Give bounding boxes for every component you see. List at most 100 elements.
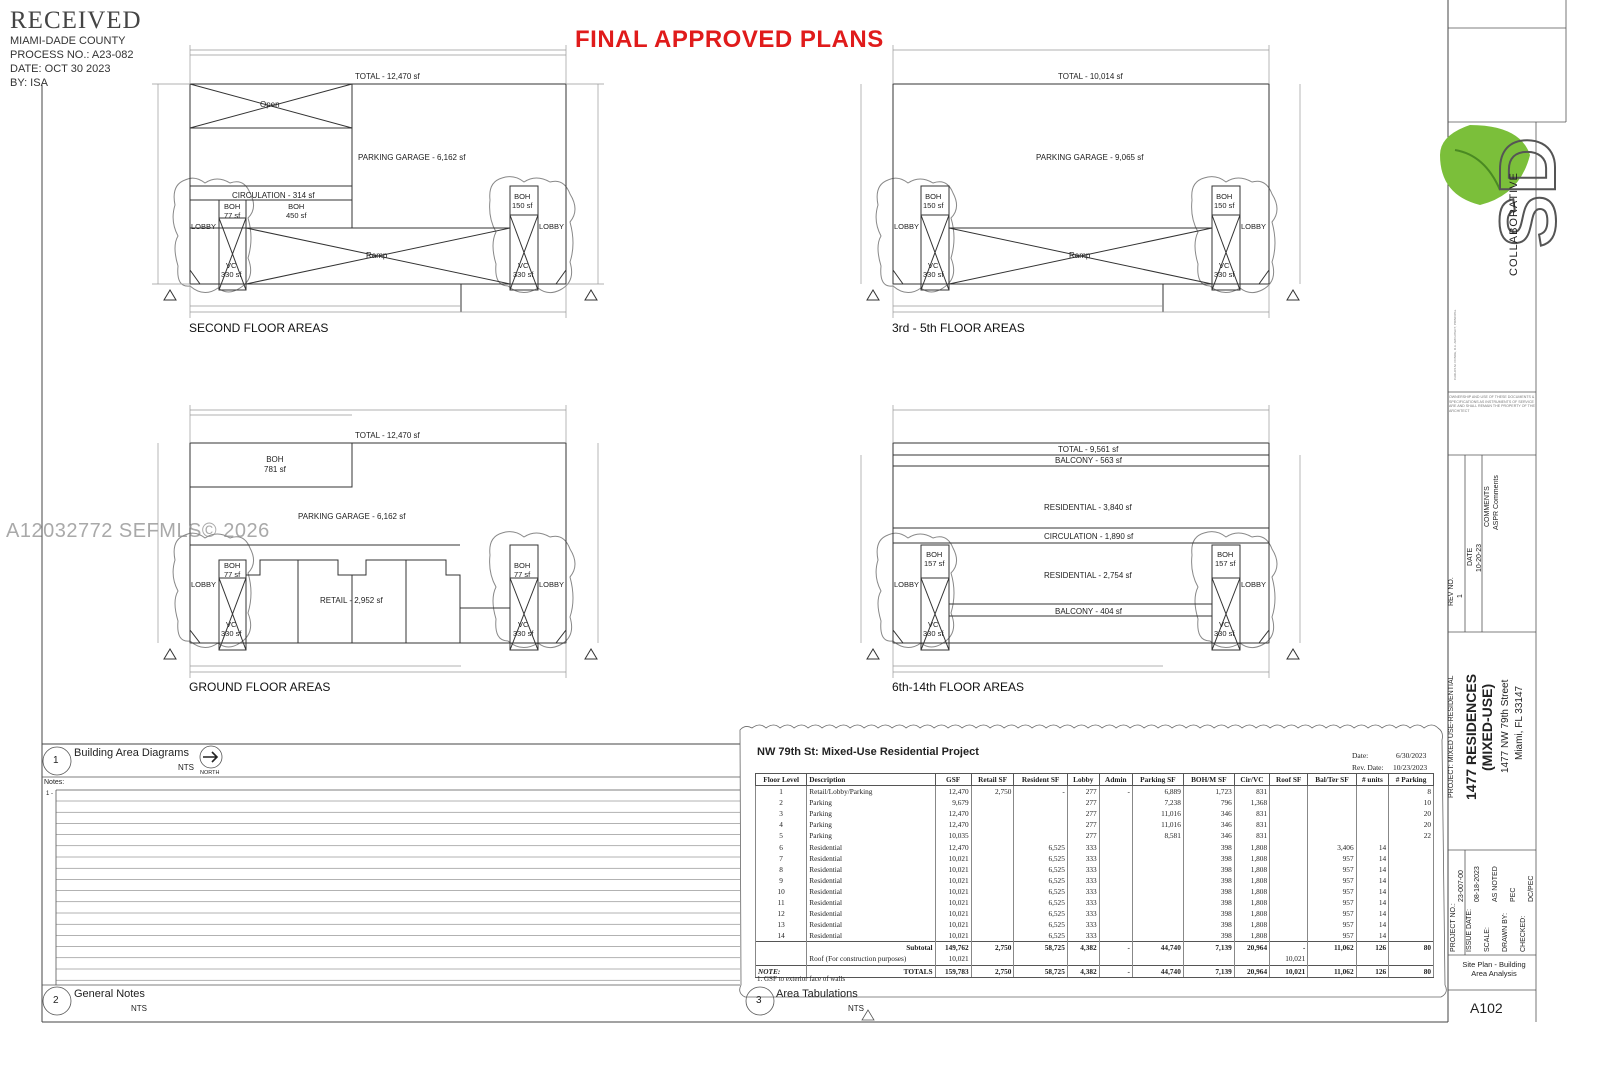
table-cell: NOTE:	[754, 964, 808, 978]
north-label: NORTH	[200, 770, 220, 776]
table-cell	[970, 830, 1015, 842]
table-cell: 6,525	[1013, 896, 1068, 909]
table-cell: -	[1098, 941, 1133, 954]
table-cell: 1,808	[1233, 896, 1271, 909]
table-cell: 957	[1307, 896, 1357, 909]
table-cell	[1269, 896, 1309, 909]
table-cell	[1131, 863, 1184, 875]
table-cell	[1388, 874, 1434, 886]
table-cell: 12	[754, 908, 808, 920]
table-cell: 7,238	[1131, 797, 1184, 809]
table-cell: 398	[1182, 885, 1235, 897]
revision-cloud	[739, 724, 1447, 998]
detail-1-number: 1	[53, 755, 59, 766]
table-cell: 1	[754, 785, 808, 798]
table-cell: 1,808	[1233, 852, 1271, 864]
sheet-title: Site Plan - Building Area Analysis	[1462, 960, 1526, 978]
table-cell: 126	[1355, 964, 1390, 978]
detail-3-scale: NTS	[848, 1004, 864, 1013]
firm-logo: SD	[1440, 125, 1573, 249]
title-block	[1448, 0, 1567, 1022]
table-cell: Residential	[806, 919, 936, 931]
upper-garage: PARKING GARAGE - 9,065 sf	[1036, 153, 1144, 162]
table-cell: 20	[1388, 819, 1434, 831]
ground-total: TOTAL - 12,470 sf	[355, 431, 420, 440]
ground-retail: RETAIL - 2,952 sf	[320, 596, 383, 605]
top-balcony-south: BALCONY - 404 sf	[1055, 607, 1122, 616]
table-cell	[1355, 953, 1390, 965]
field-label: ISSUE DATE:	[1466, 908, 1473, 952]
table-cell: 6,525	[1013, 930, 1068, 942]
ownership-disclaimer: OWNERSHIP AND USE OF THESE DOCUMENTS & S…	[1449, 395, 1535, 413]
table-cell	[1355, 819, 1390, 831]
table-cell: 6	[754, 841, 808, 853]
received-stamp: RECEIVED MIAMI-DADE COUNTY PROCESS NO.: …	[10, 8, 142, 90]
field-value: DC/PEC	[1528, 875, 1535, 902]
second-ramp: Ramp	[366, 251, 388, 260]
field-value: 23-007-00	[1458, 870, 1465, 902]
table-cell	[1098, 885, 1133, 897]
table-cell	[1388, 852, 1434, 864]
field-value: AS NOTED	[1492, 866, 1499, 902]
table-cell: 1,808	[1233, 841, 1271, 853]
table-cell: 58,725	[1013, 941, 1068, 954]
table-cell: 14	[1355, 841, 1390, 853]
table-cell	[1131, 852, 1184, 864]
table-cell: 12,470	[934, 841, 972, 853]
detail-1-title: Building Area Diagrams	[74, 747, 189, 759]
table-cell: 44,740	[1131, 964, 1184, 978]
detail-2-title: General Notes	[74, 988, 145, 1000]
table-cell	[1131, 896, 1184, 909]
table-cell	[1388, 908, 1434, 920]
table-cell: 1,808	[1233, 919, 1271, 931]
table-rev-date: 10/23/2023	[1393, 763, 1428, 772]
table-cell: 14	[1355, 852, 1390, 864]
table-cell	[1307, 808, 1357, 820]
table-cell	[1098, 841, 1133, 853]
table-cell: Subtotal	[806, 941, 936, 954]
table-cell: 796	[1182, 797, 1235, 809]
table-cell: 20,964	[1233, 964, 1271, 978]
table-cell: 7,139	[1182, 941, 1235, 954]
table-cell: Parking	[806, 819, 936, 831]
ground-floor-plan	[157, 405, 599, 678]
firm-credit: CARLOS M. CONDE, R.A. ARCHITECT, PRINCIP…	[1453, 309, 1457, 380]
top-lobby-right: LOBBY	[1241, 580, 1267, 589]
table-cell	[1013, 953, 1068, 965]
table-cell: 957	[1307, 863, 1357, 875]
field-label: SCALE:	[1484, 927, 1491, 952]
table-cell: 398	[1182, 919, 1235, 931]
table-cell	[1388, 919, 1434, 931]
table-cell: 11	[754, 896, 808, 909]
table-cell	[1269, 841, 1309, 853]
comments-value: ASPR Comments	[1493, 475, 1500, 530]
table-cell: 11,062	[1307, 964, 1357, 978]
table-cell: 6,525	[1013, 885, 1068, 897]
table-cell: Residential	[806, 852, 936, 864]
table-cell	[1388, 953, 1434, 965]
table-cell: 333	[1066, 885, 1100, 897]
upper-parking-floor-plan	[860, 45, 1301, 318]
table-cell	[1066, 953, 1100, 965]
table-cell: 2,750	[970, 785, 1015, 798]
table-cell: 831	[1233, 830, 1271, 842]
table-cell: 831	[1233, 808, 1271, 820]
table-cell	[970, 896, 1015, 909]
stamp-process: PROCESS NO.: A23-082	[10, 49, 134, 61]
table-cell	[1131, 841, 1184, 853]
table-cell: 6,889	[1131, 785, 1184, 798]
table-cell	[1098, 830, 1133, 842]
table-cell	[1233, 953, 1271, 965]
mls-watermark: A12032772 SEFMLS© 2026	[6, 520, 270, 542]
